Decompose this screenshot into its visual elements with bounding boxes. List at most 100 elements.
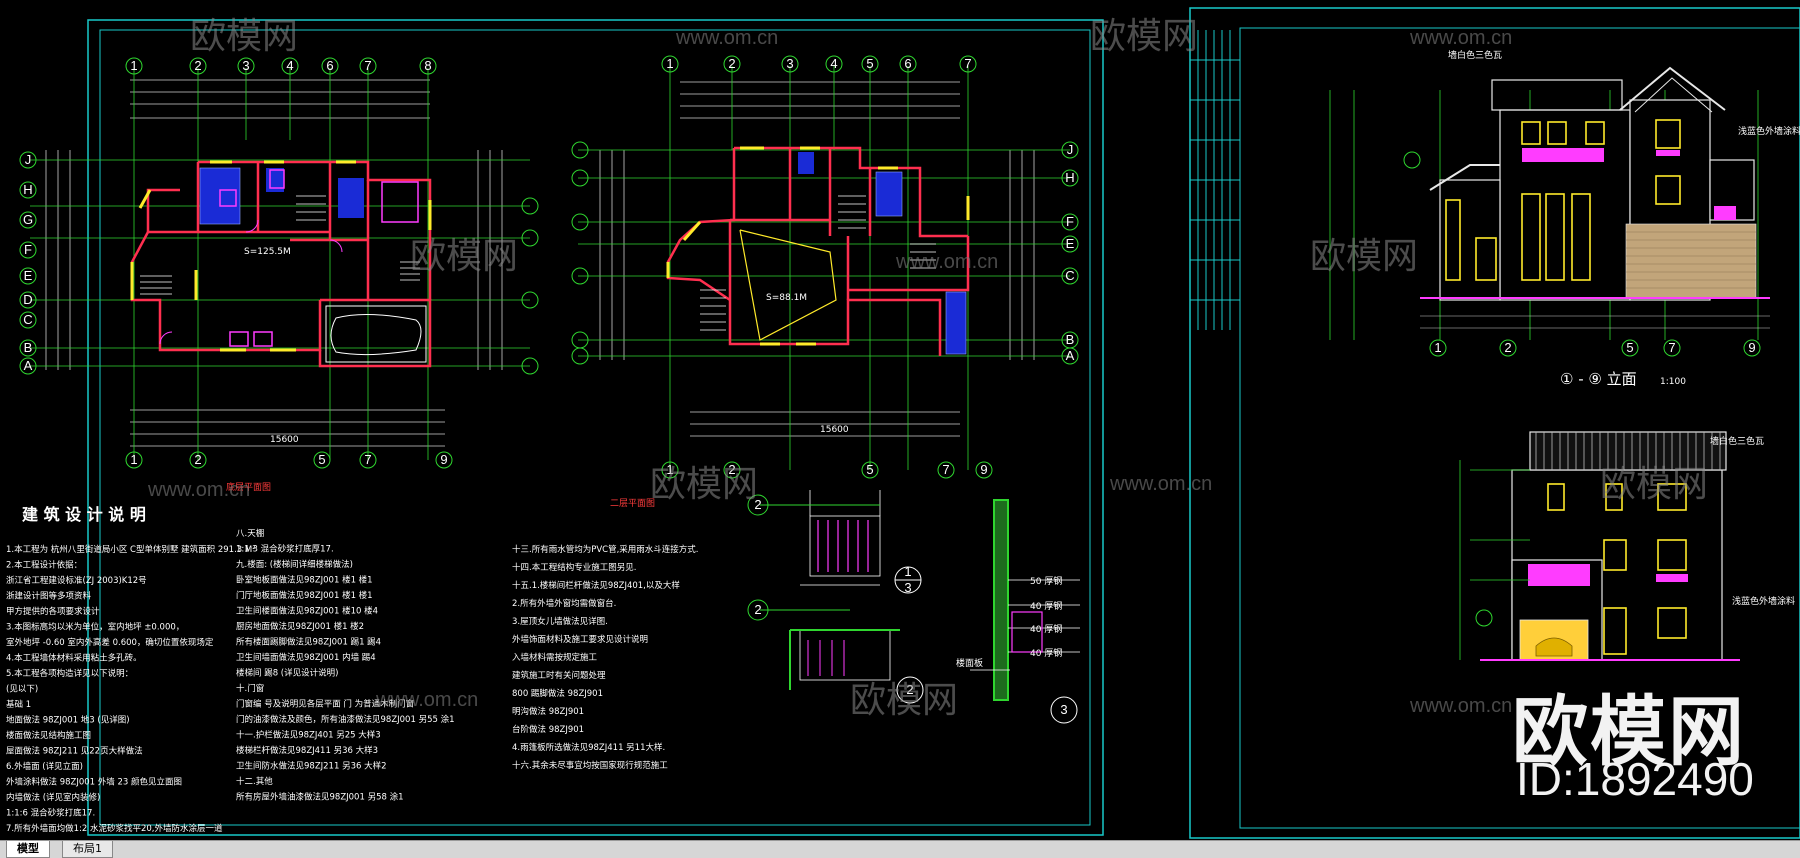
notes-line: 入墙材料需按规定施工 bbox=[512, 652, 598, 663]
watermark-brand: 欧模网 bbox=[190, 15, 298, 56]
plan2-grid-label: 6 bbox=[904, 56, 911, 71]
notes-line: 八.天棚 bbox=[236, 528, 264, 539]
sheet-frame-right bbox=[1189, 7, 1800, 839]
detail-number: 1 bbox=[904, 564, 911, 579]
elevation-grid-label: 9 bbox=[1748, 340, 1755, 355]
watermark-url: www.om.cn bbox=[375, 689, 478, 711]
notes-line: 外墙饰面材料及施工要求见设计说明 bbox=[512, 634, 648, 645]
plan1-grid-label: 1 bbox=[130, 452, 137, 467]
notes-line: 楼面做法见结构施工图 bbox=[6, 730, 91, 741]
plan1-grid-label: 5 bbox=[318, 452, 325, 467]
notes-line: 卧室地板面做法见98ZJ001 楼1 楼1 bbox=[236, 575, 373, 586]
notes-line: 所有楼面踢脚做法见98ZJ001 踢1 踢4 bbox=[236, 637, 381, 648]
plan2-grid-label: F bbox=[1066, 214, 1074, 229]
detail-number: 3 bbox=[1060, 702, 1067, 717]
watermark-url: www.om.cn bbox=[1409, 27, 1512, 49]
sheet-inner-frame-right bbox=[1239, 27, 1800, 829]
notes-line: 十三.所有雨水管均为PVC管,采用雨水斗连接方式. bbox=[512, 544, 698, 555]
notes-line: 甲方提供的各项要求设计 bbox=[6, 606, 100, 617]
watermark-layer: 欧模网 欧模网 欧模网 欧模网 欧模网 欧模网 欧模网 www.om.cn ww… bbox=[147, 15, 1708, 720]
notes-line: 十二.其他 bbox=[236, 776, 273, 787]
plan2-title: 二层平面图 bbox=[610, 498, 655, 509]
plan1-grid-label: 6 bbox=[326, 58, 333, 73]
detail-label: 50 厚钢 bbox=[1030, 575, 1062, 587]
detail-label: 40 厚钢 bbox=[1030, 647, 1062, 659]
notes-title: 建 筑 设 计 说 明 bbox=[22, 505, 146, 524]
detail-sheet: 3 bbox=[904, 580, 911, 595]
notes-line: (见以下) bbox=[6, 685, 38, 695]
plan1-grid-label: 1 bbox=[130, 58, 137, 73]
front-elevation bbox=[1329, 66, 1770, 357]
tab-layout1[interactable]: 布局1 bbox=[62, 841, 113, 858]
watermark-url: www.om.cn bbox=[147, 479, 250, 501]
watermark-url: www.om.cn bbox=[1109, 473, 1212, 495]
notes-line: 十一.护栏做法见98ZJ401 另25 大样3 bbox=[236, 730, 381, 741]
notes-line: 基础 1 bbox=[6, 699, 31, 710]
notes-line: 6.外墙面 (详见立面) bbox=[6, 761, 83, 772]
plan1-grid-label: 8 bbox=[424, 58, 431, 73]
detail-label: 40 厚钢 bbox=[1030, 600, 1062, 612]
notes-line: 十.门窗 bbox=[236, 683, 264, 694]
notes-line: 屋面做法 98ZJ211 见22页大样做法 bbox=[6, 746, 143, 757]
detail-label: 楼面板 bbox=[956, 657, 983, 669]
plan2-grid-label: H bbox=[1065, 170, 1074, 185]
notes-line: 建筑施工时有关问题处理 bbox=[512, 670, 606, 681]
plan1-grid-label: 7 bbox=[364, 452, 371, 467]
plan1-grid-label: 3 bbox=[242, 58, 249, 73]
title-block-strip bbox=[1190, 30, 1240, 330]
notes-column-2: 八.天棚 1:1:3 混合砂浆打底厚17. 九.楼面: (楼梯间详细楼梯做法) 卧… bbox=[236, 528, 455, 803]
plan2-grid-label: 1 bbox=[666, 462, 673, 477]
elevation-grid-label: 1 bbox=[1434, 340, 1441, 355]
plan1-total-dim: 15600 bbox=[270, 435, 299, 445]
notes-line: 5.本工程各项构造详见以下说明： bbox=[6, 668, 133, 679]
detail-label: 40 厚钢 bbox=[1030, 623, 1062, 635]
plan1-grid-label: B bbox=[24, 340, 33, 355]
plan2-grid-label: A bbox=[1066, 348, 1075, 363]
notes-line: 厨房地面做法见98ZJ001 楼1 楼2 bbox=[236, 621, 364, 632]
notes-line: 门的油漆做法及颜色，所有油漆做法见98ZJ001 另55 涂1 bbox=[236, 714, 455, 725]
plan1-grid-label: 9 bbox=[440, 452, 447, 467]
notes-line: 浙建设计图等多项资料 bbox=[6, 591, 92, 602]
plan1-grid-label: G bbox=[23, 212, 33, 227]
watermark-brand: 欧模网 bbox=[1310, 235, 1418, 276]
notes-line: 九.楼面: (楼梯间详细楼梯做法) bbox=[236, 559, 353, 570]
notes-line: 室外地坪 -0.60 室内外高差 0.600，确切位置依现场定 bbox=[6, 637, 214, 648]
elevation-title: ① - ⑨ 立面 bbox=[1560, 370, 1637, 388]
plan2-grid-label: 5 bbox=[866, 56, 873, 71]
notes-line: 1:1:3 混合砂浆打底厚17. bbox=[236, 544, 334, 555]
plan2-total-dim: 15600 bbox=[820, 425, 849, 435]
tab-model[interactable]: 模型 bbox=[6, 841, 50, 858]
plan2-grid-label: 3 bbox=[786, 56, 793, 71]
plan2-grid-label: B bbox=[1066, 332, 1075, 347]
notes-line: 800 踢脚做法 98ZJ901 bbox=[512, 688, 603, 699]
notes-line: 卫生间墙面做法见98ZJ001 内墙 踢4 bbox=[236, 652, 376, 663]
notes-line: 台阶做法 98ZJ901 bbox=[512, 724, 584, 735]
notes-column-3: 十三.所有雨水管均为PVC管,采用雨水斗连接方式. 十四.本工程结构专业施工图另见… bbox=[512, 544, 698, 771]
notes-line: 2.所有外墙外窗均需做窗台. bbox=[512, 598, 616, 609]
plan2-grid-label: C bbox=[1065, 268, 1074, 283]
notes-line: 十四.本工程结构专业施工图另见. bbox=[512, 562, 636, 573]
watermark-brand: 欧模网 bbox=[410, 235, 518, 276]
notes-column-1: 1.本工程为 杭州八里街道局小区 C型单体别墅 建筑面积 291.3 M²2.本… bbox=[6, 544, 256, 834]
notes-line: 4.雨篷板所选做法见98ZJ411 另11大样. bbox=[512, 742, 665, 753]
plan2-grid-label: 2 bbox=[728, 462, 735, 477]
elevation-note: 墙白色三色瓦 bbox=[1710, 435, 1764, 447]
notes-line: 2.本工程设计依据： bbox=[6, 560, 82, 571]
watermark-brand: 欧模网 bbox=[1090, 15, 1198, 56]
drawing-canvas[interactable]: 1 2 3 4 6 7 8 J H G F E D C B A 1 2 5 7 … bbox=[0, 0, 1800, 840]
notes-line: 楼梯间 踢8 (详见设计说明) bbox=[236, 668, 338, 679]
notes-line: 门厅地板面做法见98ZJ001 楼1 楼1 bbox=[236, 590, 373, 601]
watermark-logo: 欧模网 bbox=[1512, 690, 1746, 775]
plan1-grid-label: E bbox=[24, 268, 33, 283]
notes-line: 外墙涂料做法 98ZJ001 外墙 23 颜色见立面图 bbox=[6, 777, 182, 788]
plan2-grid-label: 7 bbox=[964, 56, 971, 71]
notes-line: 门窗编 号及说明见各层平面 门 为普通木制门窗 bbox=[236, 699, 414, 710]
plan1-grid-label: J bbox=[25, 152, 32, 167]
sheet-inner-frame-left bbox=[99, 29, 1091, 826]
elevation-note: 浅蓝色外墙涂料 bbox=[1732, 595, 1795, 607]
plan1-title: 底层平面图 bbox=[226, 481, 271, 493]
elevation-grid-label: 7 bbox=[1668, 340, 1675, 355]
plan1-grid-label: A bbox=[24, 358, 33, 373]
plan1-grid-label: D bbox=[23, 292, 32, 307]
